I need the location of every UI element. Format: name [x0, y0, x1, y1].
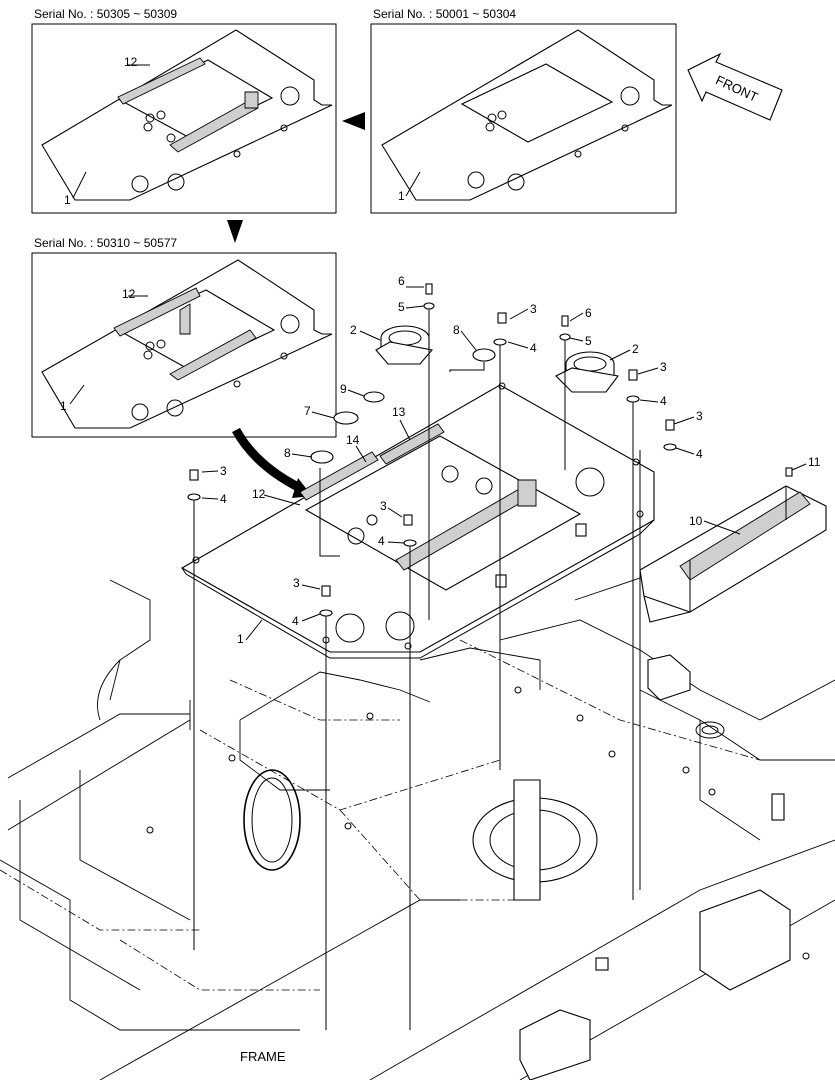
callout-3: 3 [696, 409, 703, 423]
callout-3: 3 [220, 464, 227, 478]
assembly-lines [193, 309, 641, 1030]
inset-serial-50305-50309: Serial No. : 50305 ~ 50309 12 1 [31, 7, 337, 214]
callout-3: 3 [380, 499, 387, 513]
callout-1: 1 [64, 193, 71, 207]
inset-serial-50310-50577: Serial No. : 50310 ~ 50577 12 1 [31, 236, 337, 438]
callout-12: 12 [124, 55, 138, 69]
callout-4: 4 [660, 394, 667, 408]
callout-3: 3 [293, 576, 300, 590]
callout-2: 2 [632, 342, 639, 356]
callout-8: 8 [284, 446, 291, 460]
callout-7: 7 [304, 404, 311, 418]
inset-serial-50001-50304: Serial No. : 50001 ~ 50304 1 [370, 7, 677, 214]
inset-serial-label: Serial No. : 50001 ~ 50304 [373, 7, 516, 21]
callout-12: 12 [122, 287, 136, 301]
callout-2: 2 [350, 323, 357, 337]
arrow-left-icon [342, 112, 365, 130]
callout-6: 6 [398, 274, 405, 288]
callout-4: 4 [378, 534, 385, 548]
inset-serial-label: Serial No. : 50310 ~ 50577 [34, 236, 177, 250]
arrow-down-icon [227, 220, 243, 243]
callout-10: 10 [689, 514, 703, 528]
callout-9: 9 [340, 382, 347, 396]
callouts: 6 5 2 8 3 4 6 5 2 3 4 3 4 9 7 13 14 8 3 … [201, 274, 821, 646]
callout-4: 4 [530, 341, 537, 355]
callout-14: 14 [346, 433, 360, 447]
callout-5: 5 [398, 300, 405, 314]
callout-13: 13 [392, 405, 406, 419]
callout-4: 4 [220, 492, 227, 506]
frame-structure [0, 577, 835, 1080]
front-direction-arrow: FRONT [687, 52, 783, 121]
housing-part-2-left [375, 325, 434, 365]
callout-4: 4 [292, 614, 299, 628]
callout-11: 11 [808, 455, 821, 469]
housing-part-2-right [555, 351, 619, 393]
callout-1: 1 [60, 399, 67, 413]
callout-4: 4 [696, 447, 703, 461]
inset-serial-label: Serial No. : 50305 ~ 50309 [34, 7, 177, 21]
callout-1: 1 [398, 189, 405, 203]
main-floor-plate [180, 382, 655, 659]
callout-8: 8 [453, 323, 460, 337]
frame-label: FRAME [240, 1049, 286, 1064]
callout-1: 1 [237, 632, 244, 646]
callout-5: 5 [585, 334, 592, 348]
callout-3: 3 [660, 360, 667, 374]
callout-3: 3 [530, 302, 537, 316]
curved-arrow-icon [232, 427, 303, 493]
duct-part-10 [639, 485, 827, 623]
callout-12: 12 [252, 487, 266, 501]
callout-6: 6 [585, 306, 592, 320]
